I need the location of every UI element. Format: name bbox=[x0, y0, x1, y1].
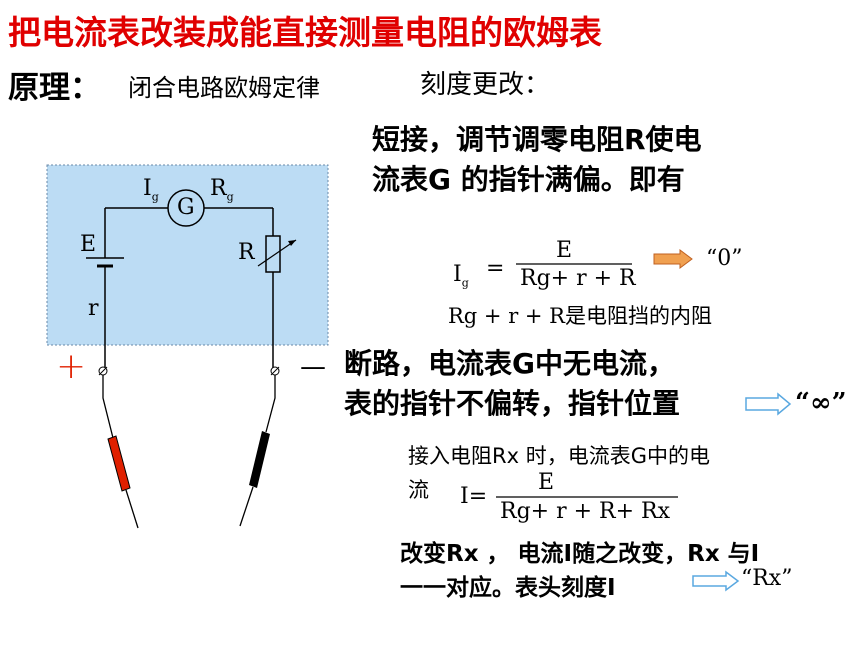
terminal-left-slash bbox=[98, 366, 108, 376]
formula2-denominator: Rg+ r + R+ Rx bbox=[500, 499, 670, 524]
open-circuit-line2: 表的指针不偏转，指针位置 bbox=[344, 387, 681, 420]
formula2-lhs: I= bbox=[460, 484, 488, 509]
galvanometer-label: G bbox=[177, 195, 195, 220]
formula1-result: “0” bbox=[706, 246, 743, 271]
principle-text: 闭合电路欧姆定律 bbox=[128, 74, 320, 102]
change-result: “Rx” bbox=[741, 566, 793, 591]
lead-black bbox=[265, 375, 276, 433]
circuit-box bbox=[46, 164, 329, 346]
page-title: 把电流表改装成能直接测量电阻的欧姆表 bbox=[8, 13, 602, 52]
formula1-eq: = bbox=[486, 256, 505, 281]
label-emf: E bbox=[80, 232, 97, 257]
probe-red-tip bbox=[125, 489, 139, 529]
probe-red bbox=[107, 435, 131, 492]
formula2-numerator: E bbox=[538, 470, 555, 495]
scale-change-label: 刻度更改： bbox=[420, 70, 551, 100]
galvanometer-icon bbox=[167, 189, 205, 227]
terminal-right-slash bbox=[270, 366, 280, 376]
connect-line2: 流 bbox=[408, 478, 429, 502]
lead-red bbox=[102, 375, 114, 439]
arrow-zero-icon bbox=[653, 249, 693, 269]
probe-black bbox=[249, 431, 270, 488]
short-circuit-line1: 短接，调节调零电阻R使电 bbox=[372, 123, 702, 156]
minus-sign: — bbox=[300, 352, 326, 382]
formula1-numerator: E bbox=[556, 238, 573, 263]
plus-sign: + bbox=[56, 346, 87, 387]
label-ig: Ig bbox=[143, 176, 159, 204]
short-circuit-line2: 流表G 的指针满偏。即有 bbox=[372, 163, 685, 196]
rheostat-arrowhead bbox=[288, 240, 296, 246]
formula1-lhs: Ig bbox=[453, 262, 469, 290]
connect-line1: 接入电阻Rx 时，电流表G中的电 bbox=[408, 444, 710, 468]
probe-black-tip bbox=[239, 486, 254, 527]
arrow-rx-icon bbox=[692, 570, 740, 592]
label-rheostat: R bbox=[238, 240, 255, 265]
label-internal-r: r bbox=[88, 296, 99, 321]
change-line1: 改变Rx ， 电流I随之改变，Rx 与I bbox=[400, 541, 760, 567]
open-circuit-line1: 断路，电流表G中无电流， bbox=[344, 347, 675, 380]
principle-label: 原理： bbox=[8, 70, 101, 106]
label-rg: Rg bbox=[210, 176, 234, 204]
arrow-infinity-icon bbox=[745, 392, 792, 416]
internal-resistance-text: Rg + r + R是电阻挡的内阻 bbox=[448, 304, 712, 328]
open-circuit-result: “∞” bbox=[795, 388, 847, 418]
rheostat-arrow bbox=[257, 239, 297, 267]
change-line2: 一一对应。表头刻度I bbox=[400, 575, 616, 601]
formula1-denominator: Rg+ r + R bbox=[520, 266, 636, 291]
